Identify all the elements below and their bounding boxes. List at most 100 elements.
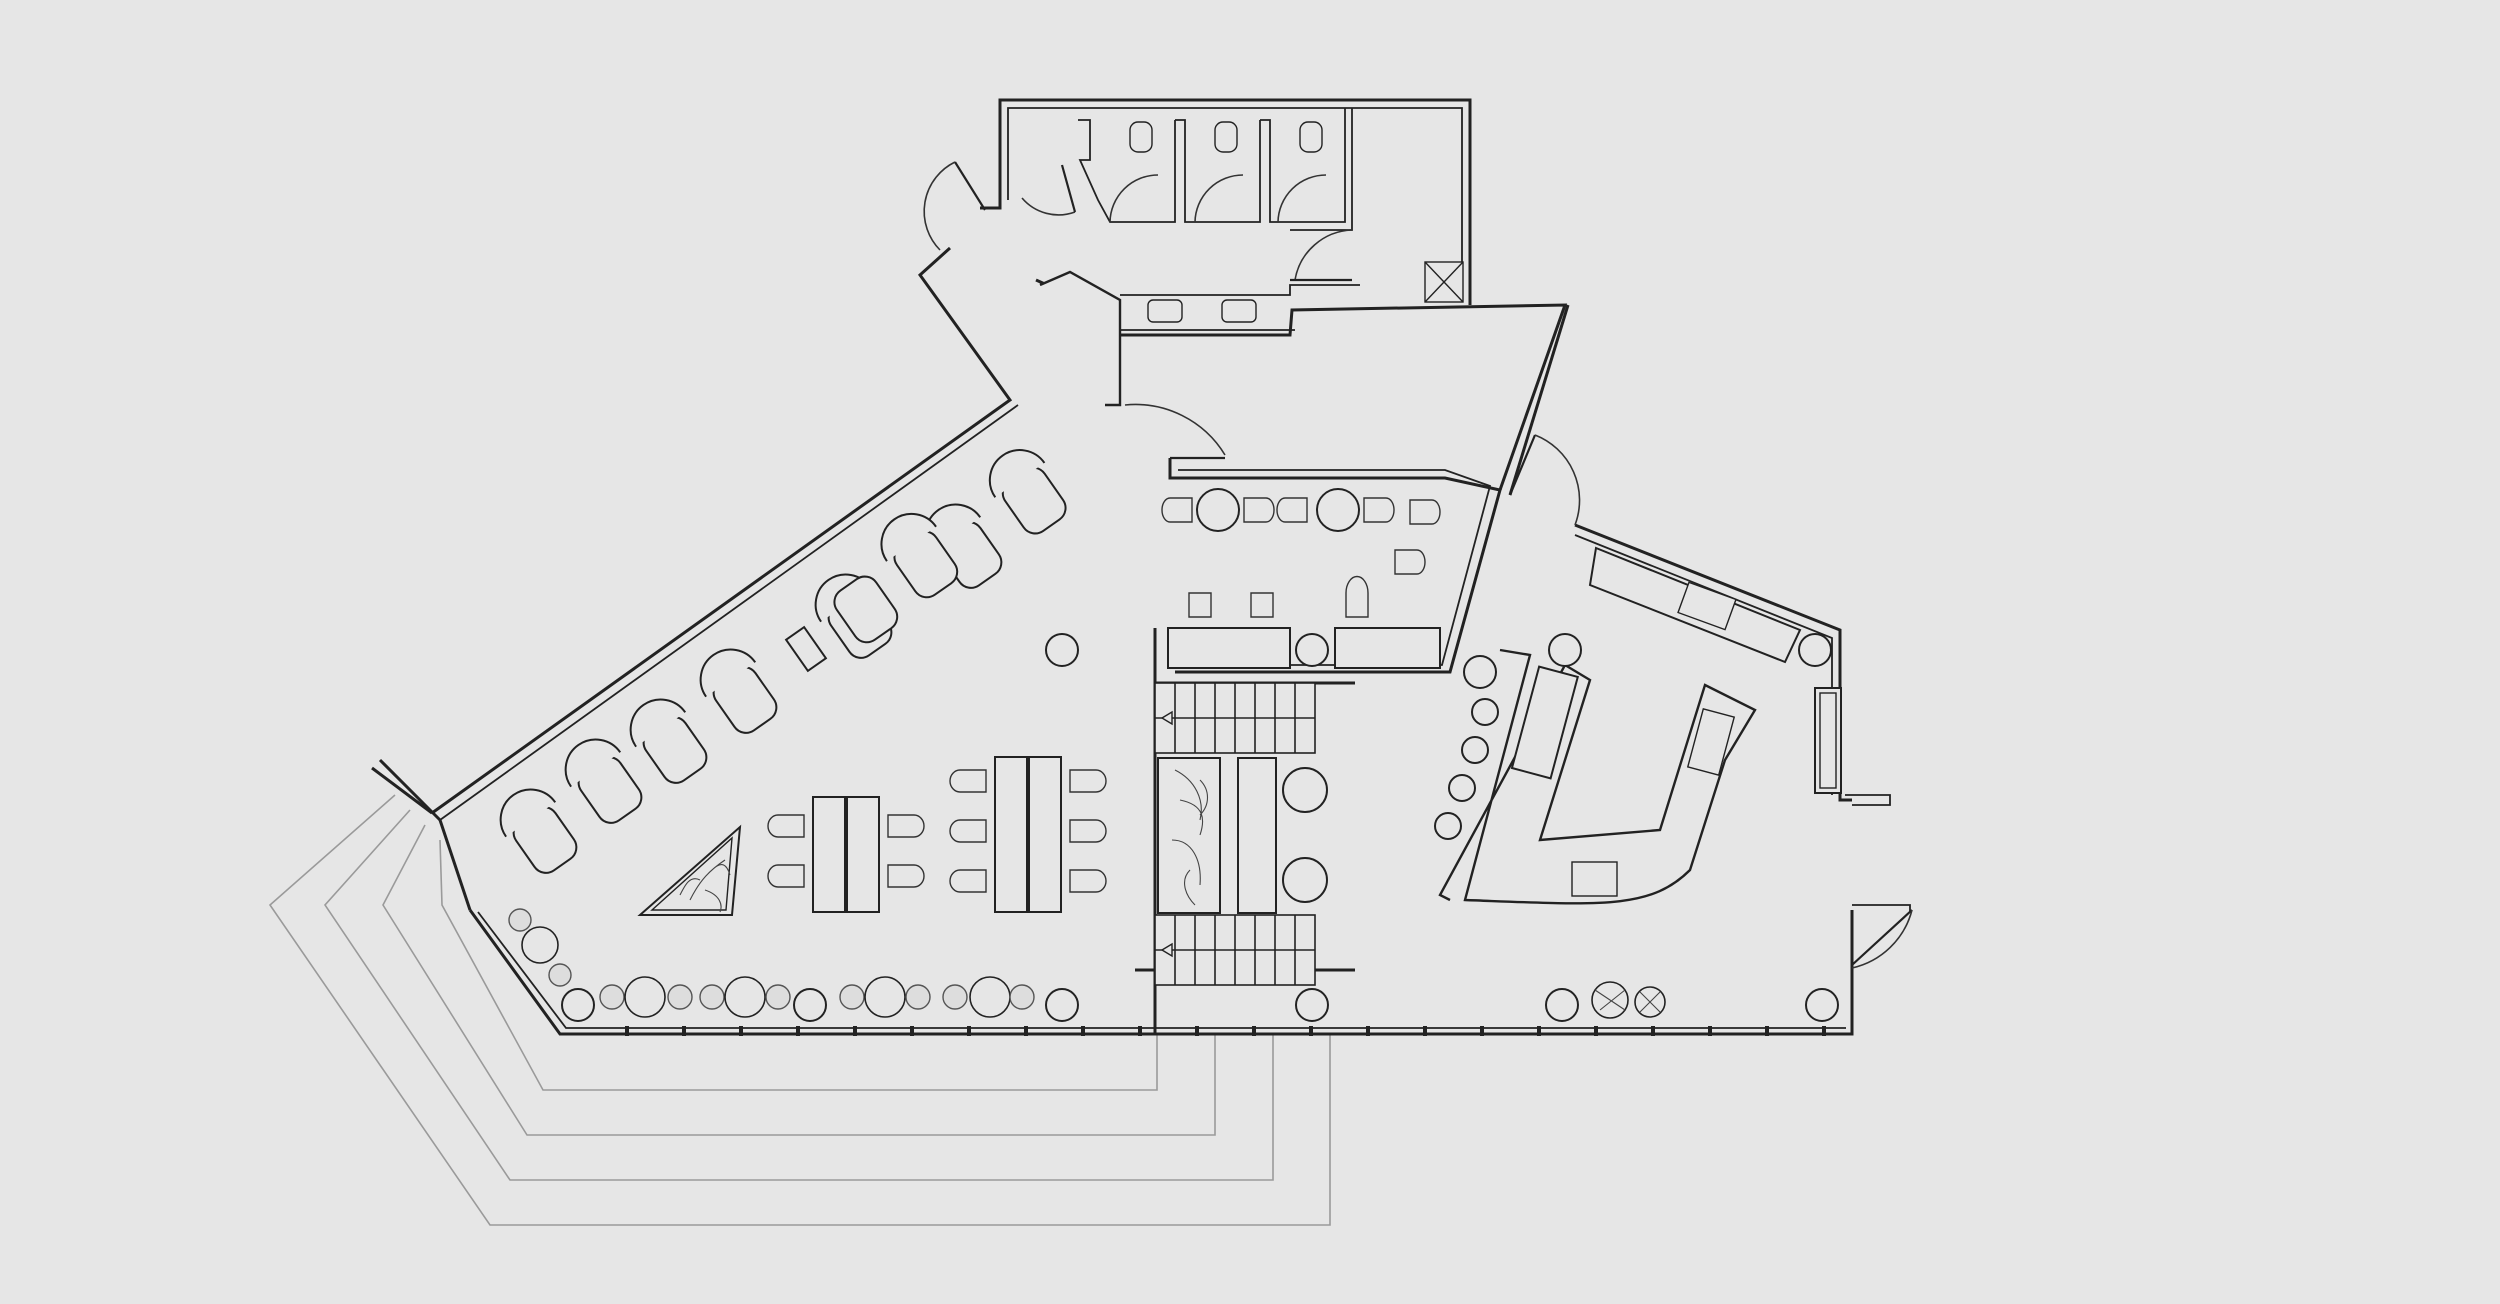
plant: [765, 984, 791, 1010]
interior-wedge-wall: [1039, 270, 1122, 407]
facade-mullion: [1252, 1026, 1256, 1036]
facade-mullion: [1765, 1026, 1769, 1036]
facade-mullion: [1708, 1026, 1712, 1036]
restroom-fixtures: [1129, 121, 1464, 323]
chair: [1188, 592, 1212, 618]
sink: [1147, 299, 1183, 323]
chair: [1363, 497, 1395, 523]
facade-mullion: [1366, 1026, 1370, 1036]
door-swing: [923, 161, 956, 251]
central-stair: [1135, 628, 1355, 1034]
armchair: [499, 788, 578, 874]
bar-stool: [1434, 812, 1462, 840]
exterior-wall-west-stub: [378, 758, 442, 822]
bar-stool: [1471, 698, 1499, 726]
restroom-block-inner-wall: [1007, 107, 1463, 300]
table: [994, 756, 1028, 913]
facade-mullion: [1081, 1026, 1085, 1036]
door-swing: [1124, 403, 1226, 456]
column: [1045, 988, 1079, 1022]
facade-mullion: [796, 1026, 800, 1036]
plant: [1009, 984, 1035, 1010]
armchair: [699, 648, 778, 734]
facade-mullion: [967, 1026, 971, 1036]
armchair: [564, 738, 643, 824]
plant: [905, 984, 931, 1010]
bar-kitchen: [1434, 546, 1842, 1019]
west-facade: [438, 819, 472, 911]
booth-bench: [1167, 627, 1291, 669]
table: [846, 796, 880, 913]
lounge-seating: [499, 449, 1079, 874]
bar-stool: [1548, 633, 1582, 667]
exterior-wall-west-stub: [371, 766, 433, 815]
armchair: [880, 513, 959, 599]
chair-set: [949, 769, 1107, 893]
door-swing: [1851, 909, 1913, 969]
vanity-counter: [1120, 284, 1360, 296]
plant: [699, 984, 725, 1010]
door-leaf: [954, 161, 986, 211]
plant: [508, 908, 532, 932]
side-table: [784, 625, 828, 673]
facade-mullion: [1822, 1026, 1826, 1036]
chair: [1409, 499, 1441, 525]
facade-mullion: [1594, 1026, 1598, 1036]
chair: [1161, 497, 1193, 523]
door-leaf: [1508, 434, 1537, 496]
bar-stool: [1448, 774, 1476, 802]
booth-bench: [1334, 627, 1441, 669]
armchair: [833, 575, 899, 644]
chair: [1345, 575, 1369, 618]
wall-cabinet-inner: [1819, 692, 1837, 789]
bar-stool: [1461, 736, 1489, 764]
round-table: [1196, 488, 1240, 532]
facade-mullion: [1480, 1026, 1484, 1036]
facade-mullion: [1024, 1026, 1028, 1036]
toilet: [1299, 121, 1323, 153]
facade-mullion: [1195, 1026, 1199, 1036]
door-swing: [1534, 434, 1581, 526]
facade-mullion: [853, 1026, 857, 1036]
terrace-step-outline: [439, 839, 1158, 1091]
column: [793, 988, 827, 1022]
table: [812, 796, 846, 913]
column: [1295, 988, 1329, 1022]
column: [561, 988, 595, 1022]
door-swing: [1194, 174, 1244, 223]
entrance-frame: [1845, 794, 1891, 806]
triangle-planter: [637, 824, 742, 916]
round-table: [1282, 857, 1328, 903]
terrace-step-outline: [382, 824, 1216, 1136]
south-facade-glazing-inner: [477, 911, 1846, 1029]
plant: [599, 984, 625, 1010]
facade-mullion: [1537, 1026, 1541, 1036]
stair-arrow: [1160, 710, 1173, 726]
door-leaf: [1851, 909, 1913, 966]
plant: [969, 976, 1011, 1018]
facade-mullion: [910, 1026, 914, 1036]
table: [1028, 756, 1062, 913]
door-swing: [1277, 174, 1327, 223]
terrace-step-outline: [323, 809, 1274, 1181]
round-table: [1045, 633, 1079, 667]
bar-stool: [1463, 655, 1497, 689]
bar-counter: [1438, 648, 1757, 905]
communal-tables: [767, 756, 1107, 913]
door-swing: [1109, 174, 1159, 223]
facade-mullions: [625, 1026, 1826, 1036]
plant: [667, 984, 693, 1010]
facade-mullion: [739, 1026, 743, 1036]
door-swing: [1021, 197, 1076, 216]
exterior-wall-northwest-inner: [439, 404, 1019, 821]
door-swing: [1294, 229, 1353, 281]
booth-dining: [1161, 488, 1441, 669]
east-diagonal-wall: [1508, 304, 1570, 496]
kitchen-sink: [1677, 581, 1737, 631]
chair: [1394, 549, 1426, 575]
column: [1545, 988, 1579, 1022]
plant: [624, 976, 666, 1018]
terrace-steps: [268, 794, 1331, 1226]
plant: [864, 976, 906, 1018]
plant: [942, 984, 968, 1010]
